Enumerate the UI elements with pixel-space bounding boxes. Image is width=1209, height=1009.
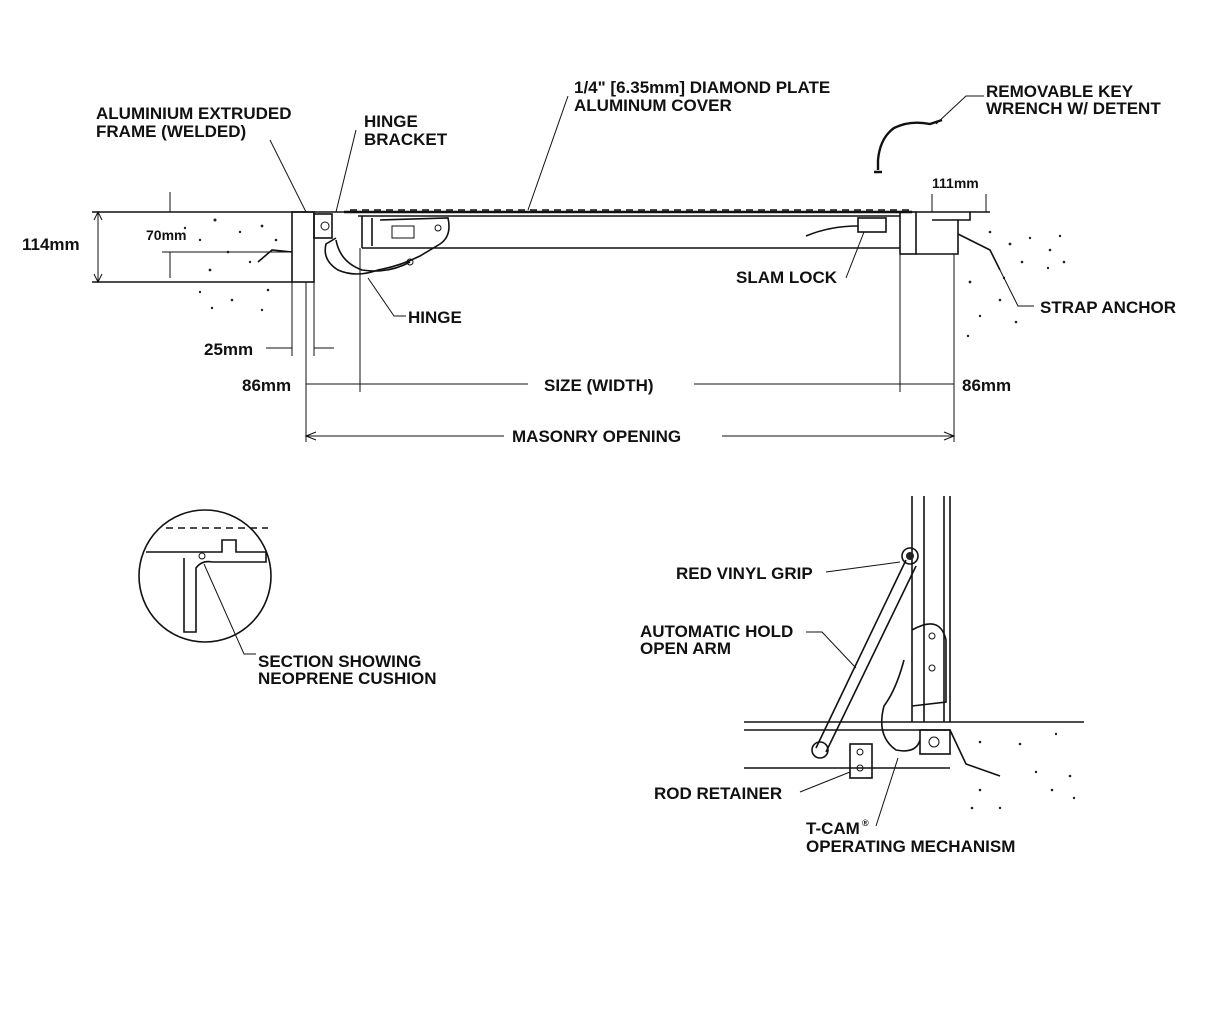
label-dim-70: 70mm	[146, 227, 186, 243]
label-hinge-bracket-1: HINGE	[364, 112, 418, 131]
label-tcam-1: T-CAM	[806, 819, 860, 838]
label-frame-1: ALUMINIUM EXTRUDED	[96, 104, 292, 123]
leader-hinge	[367, 277, 406, 317]
left-frame	[291, 211, 354, 283]
leader-frame	[269, 139, 307, 213]
label-vinyl-grip: RED VINYL GRIP	[676, 564, 813, 583]
dimension-masonry	[304, 431, 956, 441]
dimension-114	[93, 210, 103, 284]
leader-key	[935, 95, 984, 125]
dimension-25	[266, 282, 334, 356]
dimension-111	[931, 194, 987, 212]
label-hold-arm-2: OPEN ARM	[640, 639, 731, 658]
label-hinge: HINGE	[408, 308, 462, 327]
label-hold-arm-1: AUTOMATIC HOLD	[640, 622, 793, 641]
label-tcam-mark: ®	[862, 818, 869, 828]
label-dim-114: 114mm	[22, 235, 80, 254]
detail-circle	[138, 509, 272, 655]
label-strap-anchor: STRAP ANCHOR	[1040, 298, 1176, 317]
label-size-width: SIZE (WIDTH)	[544, 376, 654, 395]
open-view	[744, 496, 1084, 827]
label-dim-86-right: 86mm	[962, 376, 1011, 395]
label-dim-86-left: 86mm	[242, 376, 291, 395]
label-slam-lock: SLAM LOCK	[736, 268, 838, 287]
leader-cover	[527, 95, 569, 211]
leader-hinge-bracket	[335, 129, 357, 213]
top-section-view	[92, 95, 1066, 442]
right-frame	[899, 211, 971, 255]
label-key-2: WRENCH W/ DETENT	[986, 99, 1161, 118]
dimension-size-width	[305, 248, 955, 442]
label-frame-2: FRAME (WELDED)	[96, 122, 246, 141]
key-wrench	[874, 118, 943, 174]
label-section-2: NEOPRENE CUSHION	[258, 669, 437, 688]
leader-slam-lock	[845, 231, 865, 279]
label-hinge-bracket-2: BRACKET	[364, 130, 448, 149]
label-rod-retainer: ROD RETAINER	[654, 784, 782, 803]
label-masonry-opening: MASONRY OPENING	[512, 427, 681, 446]
label-key-1: REMOVABLE KEY	[986, 82, 1134, 101]
leader-strap	[999, 269, 1034, 307]
label-cover-2: ALUMINUM COVER	[574, 96, 732, 115]
label-dim-111: 111mm	[932, 175, 979, 191]
label-tcam-2: OPERATING MECHANISM	[806, 837, 1015, 856]
cover-plate	[344, 209, 912, 249]
left-strap-anchor	[257, 249, 293, 263]
right-strap-anchor	[957, 233, 1001, 271]
dimension-70	[162, 192, 292, 278]
hinge-assembly	[324, 217, 450, 275]
concrete-speckles-left	[183, 218, 278, 312]
label-cover-1: 1/4" [6.35mm] DIAMOND PLATE	[574, 78, 830, 97]
label-dim-25: 25mm	[204, 340, 253, 359]
slam-lock	[805, 217, 887, 237]
label-section-1: SECTION SHOWING	[258, 652, 421, 671]
